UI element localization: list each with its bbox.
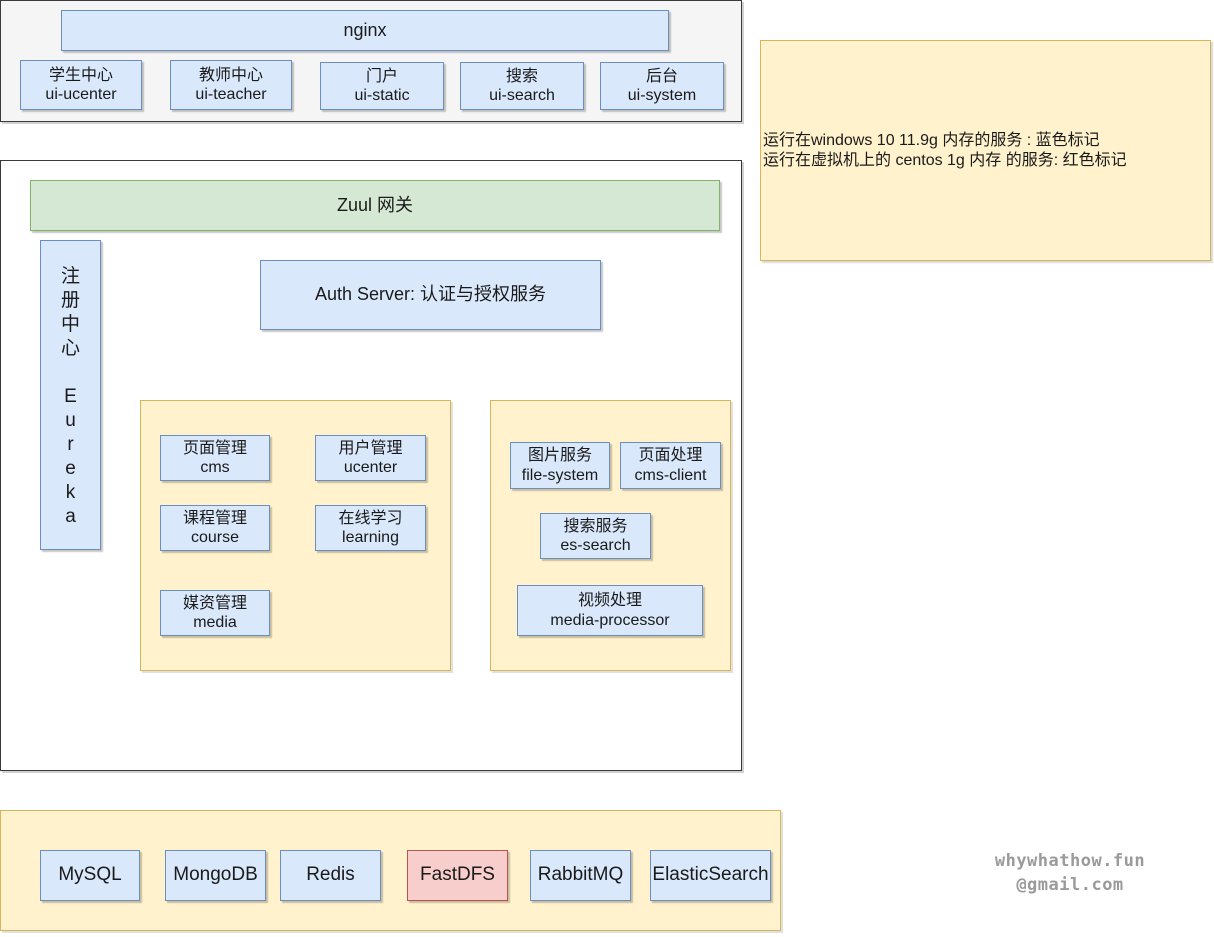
- service-file-system-box: 图片服务 file-system: [510, 442, 610, 489]
- ui-system-en: ui-system: [627, 87, 697, 104]
- eureka-registry-box: 注 册 中 心 E u r e k a: [40, 240, 101, 550]
- infra-redis-label: Redis: [306, 864, 355, 886]
- ui-ucenter-en: ui-ucenter: [45, 86, 117, 103]
- ui-ucenter-cn: 学生中心: [48, 66, 113, 84]
- eureka-char: a: [65, 506, 76, 527]
- nginx-label: nginx: [343, 19, 387, 40]
- auth-server-box: Auth Server: 认证与授权服务: [260, 260, 601, 330]
- ui-ucenter-box: 学生中心 ui-ucenter: [20, 60, 142, 110]
- eureka-char: r: [67, 434, 74, 455]
- eureka-char: 中: [60, 314, 80, 335]
- ui-teacher-box: 教师中心 ui-teacher: [170, 60, 292, 110]
- infra-mysql-label: MySQL: [58, 864, 122, 886]
- ui-search-cn: 搜索: [505, 67, 538, 85]
- auth-server-label: Auth Server: 认证与授权服务: [314, 284, 547, 305]
- infra-rabbitmq-label: RabbitMQ: [537, 864, 624, 886]
- service-ucenter-box: 用户管理 ucenter: [315, 435, 426, 481]
- eureka-char: e: [65, 458, 76, 479]
- infra-elasticsearch-box: ElasticSearch: [650, 850, 771, 901]
- infra-fastdfs-box: FastDFS: [407, 850, 508, 901]
- infra-redis-box: Redis: [280, 850, 381, 901]
- eureka-char: u: [65, 410, 76, 431]
- service-es-search-en: es-search: [560, 537, 631, 554]
- ui-system-box: 后台 ui-system: [600, 62, 724, 110]
- eureka-char: E: [64, 386, 77, 407]
- ui-system-cn: 后台: [645, 67, 678, 85]
- eureka-char: 注: [60, 266, 80, 287]
- service-es-search-cn: 搜索服务: [563, 517, 628, 535]
- service-cms-cn: 页面管理: [182, 439, 247, 457]
- legend-line-1: 运行在windows 10 11.9g 内存的服务 : 蓝色标记: [763, 131, 1100, 149]
- service-ucenter-en: ucenter: [343, 459, 398, 476]
- service-file-system-cn: 图片服务: [527, 447, 592, 465]
- service-cms-client-box: 页面处理 cms-client: [620, 442, 721, 489]
- infra-elasticsearch-label: ElasticSearch: [652, 864, 769, 886]
- ui-static-en: ui-static: [354, 87, 410, 104]
- service-media-processor-cn: 视频处理: [577, 592, 642, 610]
- signature-line-1: whywhathow.fun: [994, 851, 1146, 871]
- service-cms-en: cms: [200, 459, 230, 476]
- service-media-processor-en: media-processor: [550, 611, 670, 629]
- ui-search-en: ui-search: [489, 87, 555, 104]
- author-signature: whywhathow.fun @gmail.com: [980, 849, 1160, 899]
- service-cms-client-cn: 页面处理: [638, 447, 703, 465]
- service-course-en: course: [190, 529, 240, 546]
- eureka-char: 心: [60, 338, 80, 359]
- legend-note: 运行在windows 10 11.9g 内存的服务 : 蓝色标记 运行在虚拟机上…: [760, 40, 1211, 261]
- service-es-search-box: 搜索服务 es-search: [540, 513, 651, 559]
- service-learning-box: 在线学习 learning: [315, 505, 426, 551]
- service-cms-box: 页面管理 cms: [160, 435, 270, 481]
- service-learning-en: learning: [342, 529, 399, 546]
- infra-mongodb-box: MongoDB: [165, 850, 266, 901]
- eureka-char: k: [65, 482, 76, 503]
- nginx-box: nginx: [61, 10, 669, 51]
- ui-search-box: 搜索 ui-search: [460, 62, 584, 110]
- service-ucenter-cn: 用户管理: [338, 439, 403, 457]
- zuul-gateway-label: Zuul 网关: [336, 194, 414, 215]
- service-learning-cn: 在线学习: [338, 509, 403, 527]
- service-media-en: media: [193, 614, 237, 631]
- legend-line-2: 运行在虚拟机上的 centos 1g 内存 的服务: 红色标记: [763, 151, 1127, 169]
- ui-static-cn: 门户: [365, 67, 398, 85]
- zuul-gateway-box: Zuul 网关: [30, 180, 720, 231]
- eureka-char: 册: [60, 290, 80, 311]
- ui-teacher-en: ui-teacher: [195, 86, 267, 103]
- service-file-system-en: file-system: [521, 466, 599, 484]
- service-media-cn: 媒资管理: [182, 594, 247, 612]
- infra-fastdfs-label: FastDFS: [420, 864, 495, 886]
- service-course-box: 课程管理 course: [160, 505, 270, 551]
- infra-mysql-box: MySQL: [40, 850, 140, 901]
- ui-static-box: 门户 ui-static: [320, 62, 444, 110]
- service-cms-client-en: cms-client: [634, 466, 707, 484]
- infra-rabbitmq-box: RabbitMQ: [530, 850, 631, 901]
- infra-mongodb-label: MongoDB: [173, 864, 258, 886]
- service-course-cn: 课程管理: [182, 509, 247, 527]
- ui-teacher-cn: 教师中心: [198, 66, 263, 84]
- signature-line-2: @gmail.com: [1016, 875, 1124, 895]
- service-media-processor-box: 视频处理 media-processor: [517, 585, 703, 636]
- service-media-box: 媒资管理 media: [160, 590, 270, 636]
